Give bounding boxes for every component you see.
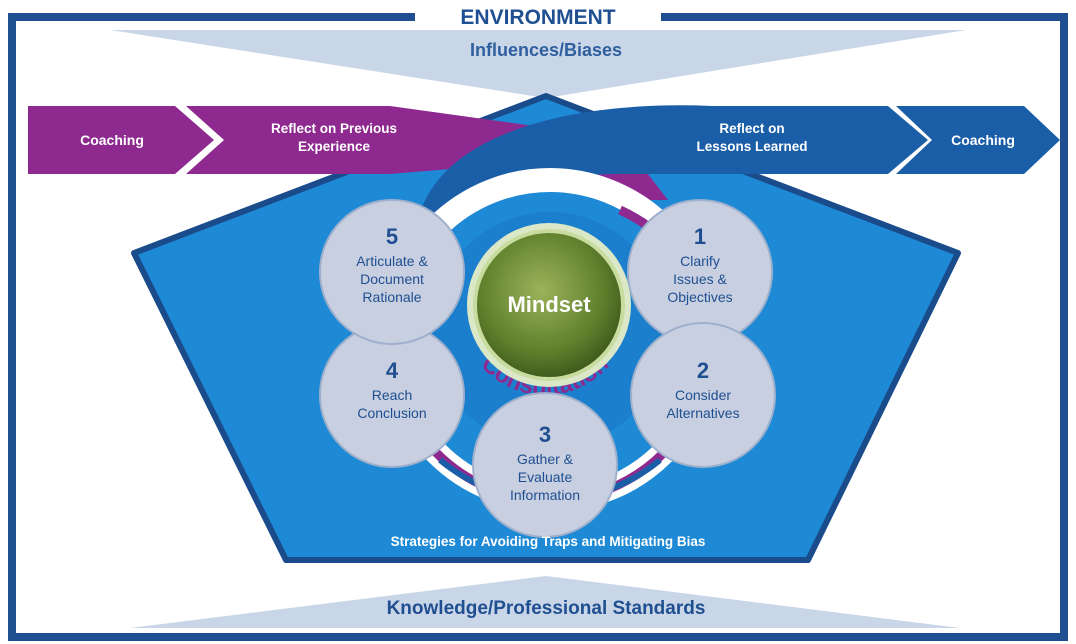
- coaching-left-label: Coaching: [80, 132, 144, 148]
- step-1-line3: Objectives: [667, 289, 732, 305]
- frame-title-background: [415, 4, 661, 30]
- reflect-previous-label-line1: Reflect on Previous: [271, 121, 397, 136]
- step-circle-2: 2 Consider Alternatives: [630, 322, 776, 468]
- reflect-lessons-label-line2: Lessons Learned: [696, 139, 807, 154]
- reflect-lessons-label-line1: Reflect on: [719, 121, 784, 136]
- step-4-line1: Reach: [372, 387, 412, 403]
- step-4-line2: Conclusion: [357, 405, 426, 421]
- step-2-line1: Consider: [675, 387, 731, 403]
- step-circle-3-disc: [472, 392, 618, 538]
- step-5-line1: Articulate &: [356, 253, 428, 269]
- coaching-right-arrow: [896, 106, 1060, 174]
- step-2-line2: Alternatives: [666, 405, 739, 421]
- step-circle-5-disc: [319, 199, 465, 345]
- coaching-left-arrow: [28, 106, 214, 174]
- mindset-label: Mindset: [507, 292, 591, 317]
- step-3-number: 3: [539, 422, 551, 447]
- step-circle-4: 4 Reach Conclusion: [319, 322, 465, 468]
- step-circle-2-disc: [630, 322, 776, 468]
- step-5-line3: Rationale: [362, 289, 421, 305]
- step-3-line2: Evaluate: [518, 469, 573, 485]
- step-circle-1: 1 Clarify Issues & Objectives: [627, 199, 773, 345]
- step-1-line1: Clarify: [680, 253, 720, 269]
- coaching-right-label: Coaching: [951, 132, 1015, 148]
- frame-title: ENVIRONMENT: [460, 6, 615, 29]
- reflect-lessons-arrow: [418, 105, 928, 232]
- step-3-line1: Gather &: [517, 451, 574, 467]
- step-circle-3: 3 Gather & Evaluate Information: [472, 392, 618, 538]
- step-3-line3: Information: [510, 487, 580, 503]
- influences-banner: [110, 30, 966, 98]
- influences-label: Influences/Biases: [470, 40, 622, 60]
- strategies-caption: Strategies for Avoiding Traps and Mitiga…: [391, 534, 706, 549]
- knowledge-label: Knowledge/Professional Standards: [387, 598, 706, 619]
- knowledge-banner: [130, 576, 960, 628]
- step-1-line2: Issues &: [673, 271, 727, 287]
- step-5-line2: Document: [360, 271, 424, 287]
- step-4-number: 4: [386, 358, 399, 383]
- step-5-number: 5: [386, 224, 398, 249]
- reflect-previous-label-line2: Experience: [298, 139, 371, 154]
- mindset-medallion: [473, 229, 625, 381]
- step-circle-5: 5 Articulate & Document Rationale: [319, 199, 465, 345]
- step-1-number: 1: [694, 224, 706, 249]
- step-2-number: 2: [697, 358, 709, 383]
